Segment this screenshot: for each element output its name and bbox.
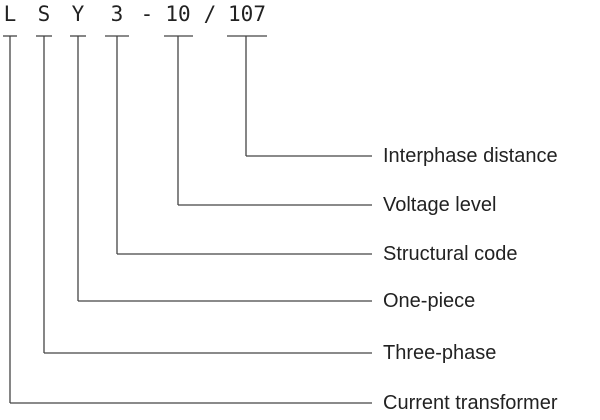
code-slash: / [203,2,217,26]
code-letter-l: L [3,2,17,26]
label-structural-code: Structural code [383,243,518,265]
code-letter-y: Y [71,2,85,26]
code-digit-3: 3 [110,2,124,26]
label-three-phase: Three-phase [383,342,497,364]
code-letter-s: S [37,2,51,26]
code-number-10: 10 [165,2,191,26]
label-one-piece: One-piece [383,290,476,312]
label-current-transformer: Current transformer [383,392,558,414]
code-number-107: 107 [228,2,266,26]
label-voltage-level: Voltage level [383,194,497,216]
code-dash: - [140,2,154,26]
label-interphase-distance: Interphase distance [383,145,558,167]
